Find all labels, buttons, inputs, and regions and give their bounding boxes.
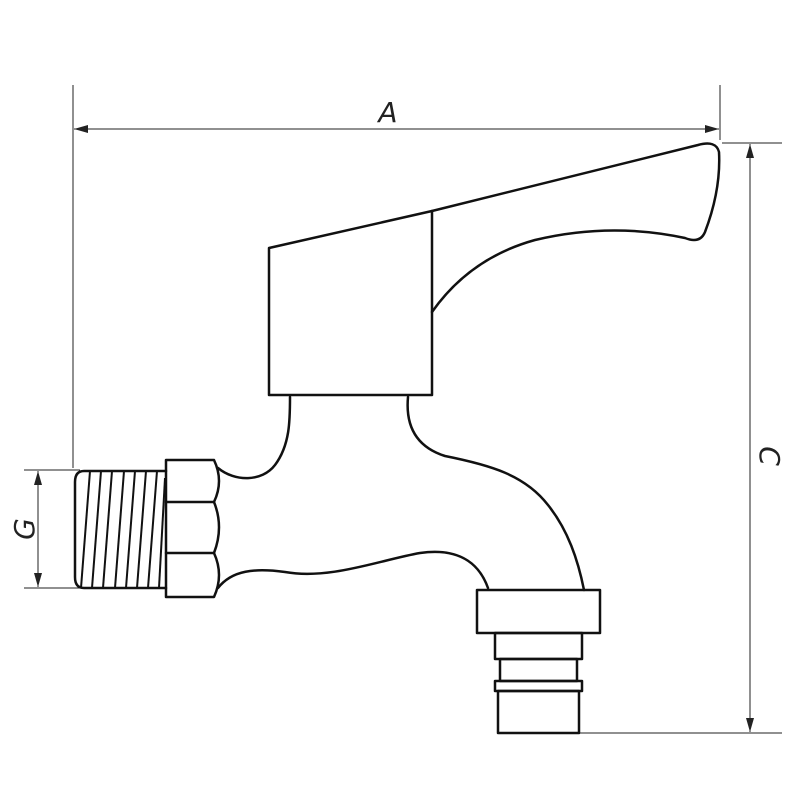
hex-nut	[164, 458, 221, 599]
dimension-g-label: G	[8, 518, 41, 540]
dimension-a: A	[72, 85, 721, 468]
handle[interactable]	[267, 142, 721, 397]
dimension-c: C	[580, 142, 786, 734]
outlet-nozzle	[475, 588, 602, 735]
dimension-a-label: A	[376, 96, 397, 129]
dimension-g: G	[8, 469, 80, 589]
faucet-body	[216, 395, 586, 592]
threaded-inlet	[73, 469, 168, 590]
dimension-c-label: C	[753, 446, 786, 466]
